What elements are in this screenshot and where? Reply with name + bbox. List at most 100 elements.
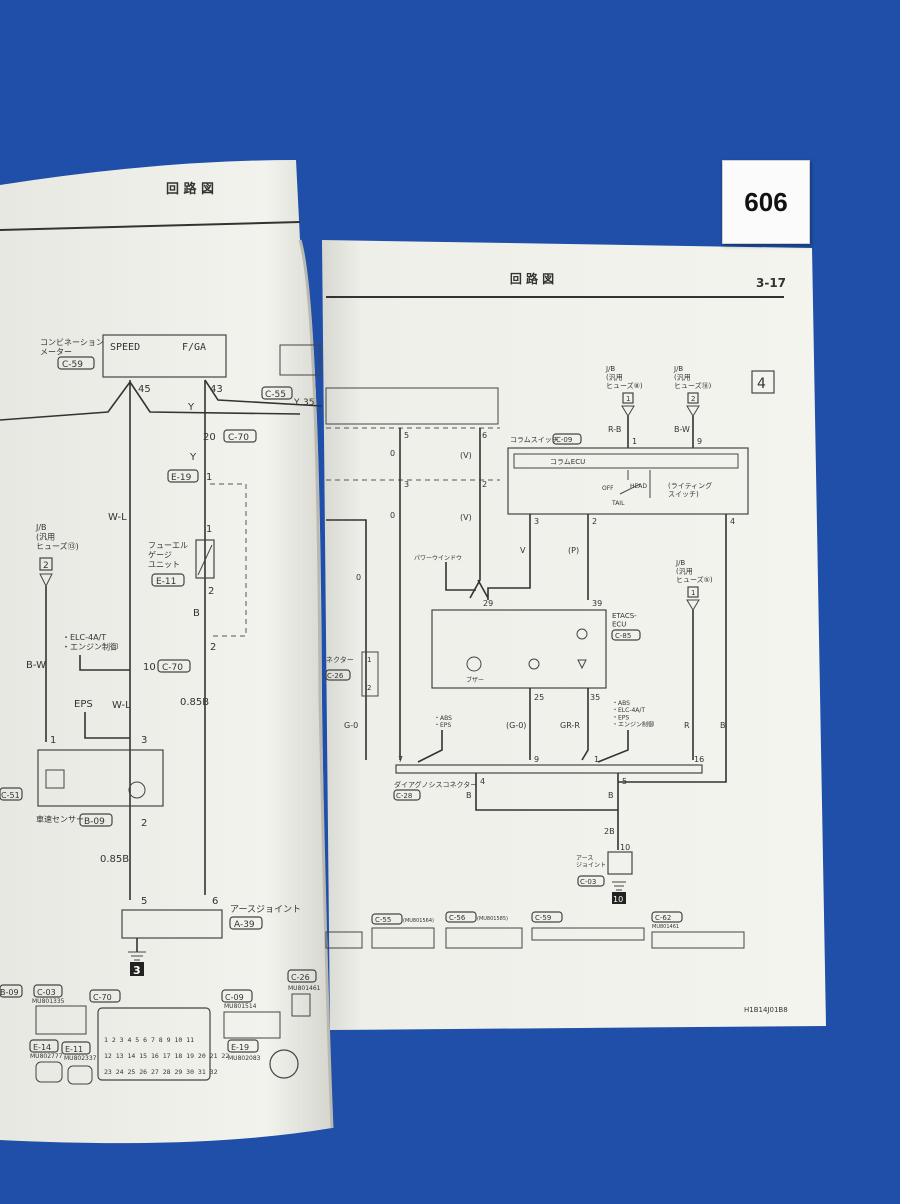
svg-text:2: 2 — [210, 642, 216, 653]
svg-text:R: R — [684, 721, 690, 730]
svg-text:E-11: E-11 — [156, 577, 176, 587]
svg-text:G-0: G-0 — [344, 721, 358, 730]
svg-text:・ABS・ELC-4A/T・EPS・エンジン制御: ・ABS・ELC-4A/T・EPS・エンジン制御 — [612, 700, 654, 729]
svg-text:1 2 3 4 5 6 7 8 9 10 11: 1 2 3 4 5 6 7 8 9 10 11 — [104, 1036, 194, 1044]
page-gutter — [298, 239, 334, 1129]
right-connector-diagrams: C-55 (MU801564) C-56 (MU801585) C-59 C-6… — [325, 911, 745, 949]
svg-text:フューエルゲージユニット: フューエルゲージユニット — [148, 541, 188, 569]
meter-label: コンビネーションメーター — [40, 338, 104, 357]
svg-text:2: 2 — [482, 480, 487, 489]
svg-text:R-B: R-B — [608, 425, 621, 434]
svg-text:(MU801585): (MU801585) — [477, 916, 508, 922]
conn-c55: C-55 — [265, 390, 286, 400]
svg-text:35: 35 — [303, 398, 314, 408]
svg-text:5: 5 — [141, 896, 147, 907]
svg-text:10: 10 — [143, 662, 156, 673]
svg-text:2: 2 — [141, 818, 147, 829]
svg-text:C-70: C-70 — [162, 663, 183, 673]
svg-text:20: 20 — [203, 432, 216, 443]
svg-text:MU802777: MU802777 — [30, 1053, 63, 1060]
svg-text:2: 2 — [592, 517, 597, 526]
svg-text:パワーウインドウ: パワーウインドウ — [414, 554, 462, 562]
svg-text:1: 1 — [632, 437, 637, 446]
svg-text:MU801461: MU801461 — [652, 924, 679, 930]
svg-text:1: 1 — [594, 755, 599, 764]
svg-text:車速センサー: 車速センサー — [36, 814, 84, 824]
svg-text:0.85B: 0.85B — [180, 697, 209, 708]
svg-text:MU801461: MU801461 — [288, 985, 321, 992]
svg-text:1: 1 — [50, 735, 56, 746]
svg-text:B: B — [720, 721, 726, 730]
earth-joint-right — [607, 851, 633, 875]
svg-text:HEAD: HEAD — [630, 483, 647, 490]
svg-text:C-09: C-09 — [556, 436, 572, 444]
right-header: 回 路 図 — [510, 271, 554, 286]
svg-text:C-59: C-59 — [535, 914, 551, 922]
svg-text:4: 4 — [730, 517, 735, 526]
svg-text:B-09: B-09 — [84, 817, 105, 827]
svg-text:29: 29 — [483, 599, 493, 608]
svg-text:MU801514: MU801514 — [224, 1003, 257, 1010]
svg-text:OFF: OFF — [602, 485, 614, 492]
svg-text:B-09: B-09 — [0, 988, 19, 997]
svg-text:MU802083: MU802083 — [228, 1055, 261, 1062]
svg-text:コラムECU: コラムECU — [550, 458, 585, 466]
svg-text:B-W: B-W — [674, 425, 690, 434]
svg-text:C-51: C-51 — [1, 791, 20, 800]
svg-text:0: 0 — [390, 449, 395, 458]
svg-text:ネクター: ネクター — [326, 655, 354, 664]
left-header-rule — [0, 221, 301, 231]
svg-text:B: B — [466, 791, 472, 800]
svg-text:(ライティングスイッチ): (ライティングスイッチ) — [668, 481, 712, 498]
svg-text:3: 3 — [141, 735, 147, 746]
svg-text:J/B(汎用ヒューズ⑤): J/B(汎用ヒューズ⑤) — [675, 559, 713, 584]
svg-text:C-70: C-70 — [93, 993, 112, 1002]
svg-text:5: 5 — [404, 431, 409, 440]
earth-joint-box — [121, 909, 223, 939]
svg-text:TAIL: TAIL — [611, 500, 625, 507]
svg-text:Y: Y — [293, 398, 300, 408]
svg-text:C-85: C-85 — [615, 632, 631, 640]
svg-text:1: 1 — [691, 589, 695, 597]
svg-text:16: 16 — [694, 755, 704, 764]
svg-text:5: 5 — [622, 777, 627, 786]
left-page — [0, 160, 332, 1144]
pin-43: 43 — [210, 384, 223, 395]
svg-text:B: B — [193, 608, 200, 619]
svg-text:4: 4 — [480, 777, 485, 786]
svg-text:C-70: C-70 — [228, 433, 249, 443]
svg-text:ダイアグノシスコネクター: ダイアグノシスコネクター — [394, 780, 477, 789]
svg-text:EPS: EPS — [74, 699, 93, 710]
left-connector-diagrams: B-09 C-03 MU801335 C-70 1 2 3 4 5 6 7 8 … — [0, 969, 321, 1085]
svg-text:23 24 25 26 27 28 29 30 31 32: 23 24 25 26 27 28 29 30 31 32 — [104, 1068, 218, 1076]
section-number: 4 — [757, 376, 766, 392]
left-header: 回 路 図 — [166, 181, 214, 197]
svg-text:B: B — [608, 791, 614, 800]
svg-text:アースジョイント: アースジョイント — [230, 905, 301, 915]
svg-text:3: 3 — [133, 964, 141, 977]
svg-text:(V): (V) — [460, 513, 472, 522]
right-page — [322, 240, 826, 1030]
svg-text:J/B(汎用ヒューズ⑬): J/B(汎用ヒューズ⑬) — [35, 523, 79, 551]
svg-text:ETACS-ECU: ETACS-ECU — [612, 612, 637, 628]
speed-label: SPEED — [110, 342, 140, 353]
svg-text:C-26: C-26 — [327, 672, 344, 680]
svg-text:1: 1 — [626, 395, 630, 403]
svg-text:12 13 14 15 16 17 18 19 20 21: 12 13 14 15 16 17 18 19 20 21 22 — [104, 1052, 229, 1060]
svg-text:コラムスイッチ: コラムスイッチ — [510, 436, 559, 444]
diagnosis-connector-box — [395, 764, 703, 774]
svg-text:7: 7 — [398, 755, 403, 764]
svg-text:C-55: C-55 — [375, 916, 391, 924]
page-number: 3-17 — [756, 276, 786, 290]
svg-text:E-19: E-19 — [231, 1043, 249, 1052]
svg-text:V: V — [520, 546, 526, 555]
svg-text:35: 35 — [590, 693, 600, 702]
svg-text:6: 6 — [212, 896, 218, 907]
etacs-ecu-box — [431, 609, 607, 689]
svg-text:C-03: C-03 — [580, 878, 596, 886]
svg-text:MU802337: MU802337 — [64, 1055, 97, 1062]
svg-text:(V): (V) — [460, 451, 472, 460]
fuel-gauge-symbol — [195, 539, 215, 579]
svg-text:1: 1 — [206, 472, 212, 483]
